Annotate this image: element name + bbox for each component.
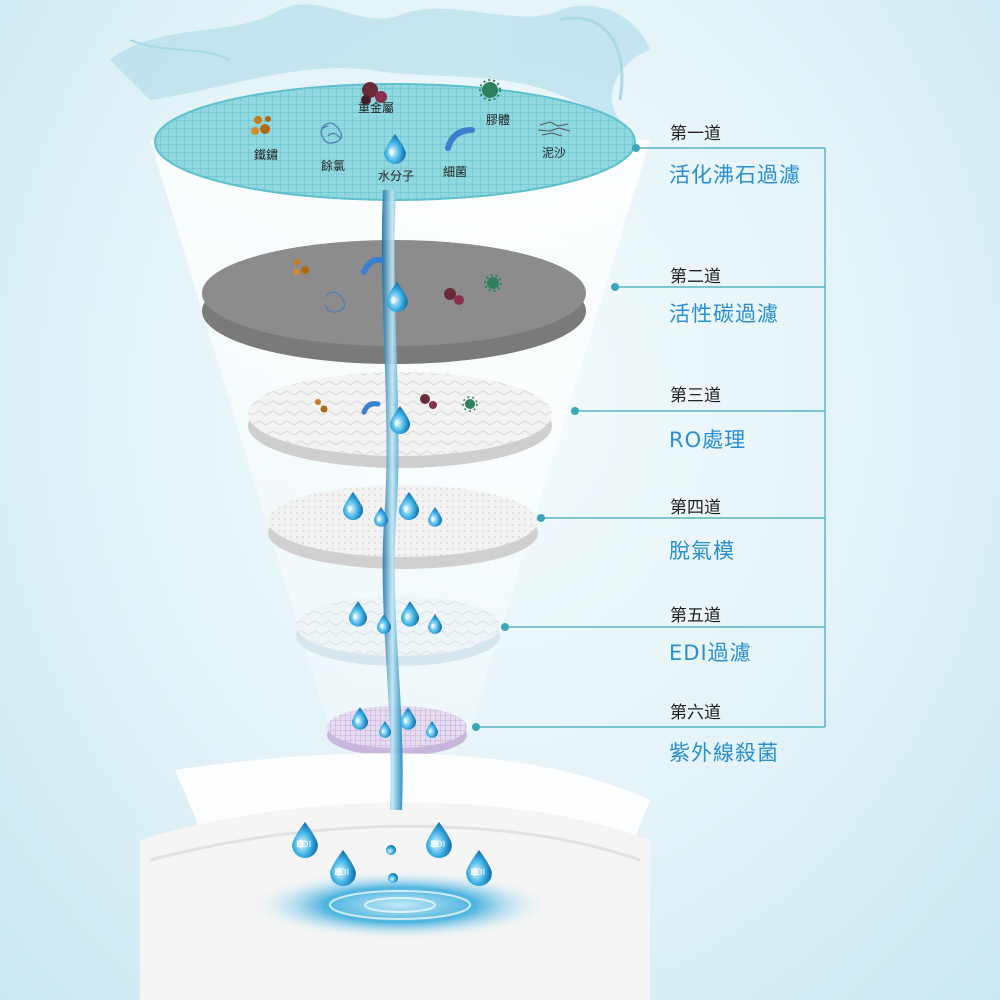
label-bacteria: 細菌	[442, 165, 468, 179]
water-stream	[381, 190, 403, 810]
edi-label-3: EDI	[430, 840, 445, 850]
label-iron-rust: 鐵鏽	[253, 148, 279, 162]
edi-label-2: EDI	[334, 868, 349, 878]
edi-label-4: EDI	[470, 868, 485, 878]
label-residual-chlorine: 餘氯	[320, 159, 346, 173]
heavy-metal-icon	[361, 82, 387, 105]
stage-4-name: 脫氣模	[669, 539, 735, 563]
layer-4-degas	[268, 485, 538, 569]
stage-2-name: 活性碳過濾	[669, 302, 779, 326]
leader-dots	[472, 144, 640, 731]
layer-5-edi	[296, 596, 500, 666]
colloid-icon	[479, 79, 501, 101]
stage-4-number: 第四道	[670, 498, 721, 518]
sediment-icon	[537, 121, 571, 137]
leader-lines	[476, 147, 826, 728]
label-sediment: 泥沙	[541, 146, 567, 160]
contaminant-icons	[251, 79, 571, 738]
stage-3-number: 第三道	[670, 386, 721, 406]
water-splash	[110, 4, 650, 120]
label-heavy-metal: 重金屬	[357, 101, 395, 115]
residual-chlorine-icon	[320, 122, 343, 144]
stage-5-number: 第五道	[670, 606, 721, 626]
stage-2-number: 第二道	[670, 267, 721, 287]
basin	[140, 753, 650, 1000]
stage-1-name: 活化沸石過濾	[669, 163, 801, 187]
edi-droplets: EDI EDI EDI EDI	[292, 822, 492, 886]
stage-6-number: 第六道	[670, 703, 721, 723]
stage-3-name: RO處理	[669, 428, 747, 452]
edi-label-1: EDI	[296, 840, 311, 850]
label-colloid: 膠體	[485, 113, 511, 127]
bacteria-icon	[445, 127, 475, 151]
label-water-molecule: 水分子	[377, 169, 415, 183]
stage-6-name: 紫外線殺菌	[669, 741, 779, 765]
iron-rust-icon	[251, 116, 271, 135]
stage-1-number: 第一道	[670, 124, 721, 144]
stage-5-name: EDI過濾	[669, 641, 752, 665]
